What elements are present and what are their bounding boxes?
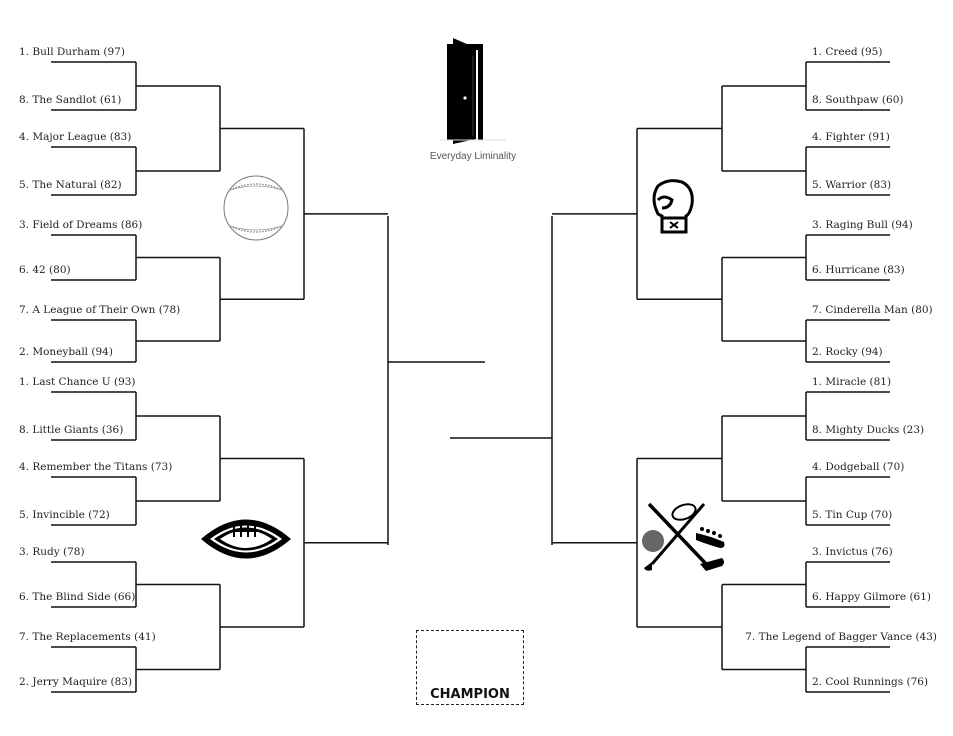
team-label: 1. Last Chance U (93) [19, 376, 136, 388]
team-label: 2. Rocky (94) [812, 346, 883, 358]
team-label: 7. The Legend of Bagger Vance (43) [745, 631, 937, 643]
team-label: 3. Rudy (78) [19, 546, 85, 558]
team-label: 1. Bull Durham (97) [19, 46, 125, 58]
team-label: 5. Invincible (72) [19, 509, 110, 521]
team-label: 3. Invictus (76) [812, 546, 893, 558]
team-label: 1. Creed (95) [812, 46, 883, 58]
boxing-glove-icon [652, 179, 694, 234]
team-label: 8. The Sandlot (61) [19, 94, 122, 106]
team-label: 7. The Replacements (41) [19, 631, 156, 643]
champion-label: CHAMPION [430, 687, 510, 702]
team-label: 6. Happy Gilmore (61) [812, 591, 931, 603]
misc-sports-icon [642, 502, 725, 571]
logo-text: Everyday Liminality [429, 151, 517, 162]
team-label: 2. Jerry Maquire (83) [19, 676, 133, 688]
team-label: 7. Cinderella Man (80) [812, 304, 933, 316]
team-label: 8. Little Giants (36) [19, 424, 124, 436]
team-label: 8. Mighty Ducks (23) [812, 424, 925, 436]
team-label: 7. A League of Their Own (78) [19, 304, 181, 316]
team-label: 4. Remember the Titans (73) [19, 461, 173, 473]
football-icon [201, 519, 291, 559]
team-label: 3. Field of Dreams (86) [19, 219, 143, 231]
team-label: 6. The Blind Side (66) [19, 591, 136, 603]
team-label: 5. Warrior (83) [812, 179, 892, 191]
team-label: 2. Cool Runnings (76) [812, 676, 929, 688]
team-label: 4. Major League (83) [19, 131, 132, 143]
team-label: 3. Raging Bull (94) [812, 219, 913, 231]
team-label: 4. Dodgeball (70) [812, 461, 905, 473]
team-label: 6. 42 (80) [19, 264, 71, 276]
team-label: 1. Miracle (81) [812, 376, 892, 388]
team-label: 6. Hurricane (83) [812, 264, 905, 276]
team-label: 5. The Natural (82) [19, 179, 122, 191]
team-label: 5. Tin Cup (70) [812, 509, 893, 521]
baseball-icon [223, 175, 289, 241]
champion-box: CHAMPION [416, 630, 524, 705]
team-label: 2. Moneyball (94) [19, 346, 113, 358]
team-label: 4. Fighter (91) [812, 131, 890, 143]
door-logo-icon [440, 38, 506, 144]
team-label: 8. Southpaw (60) [812, 94, 904, 106]
